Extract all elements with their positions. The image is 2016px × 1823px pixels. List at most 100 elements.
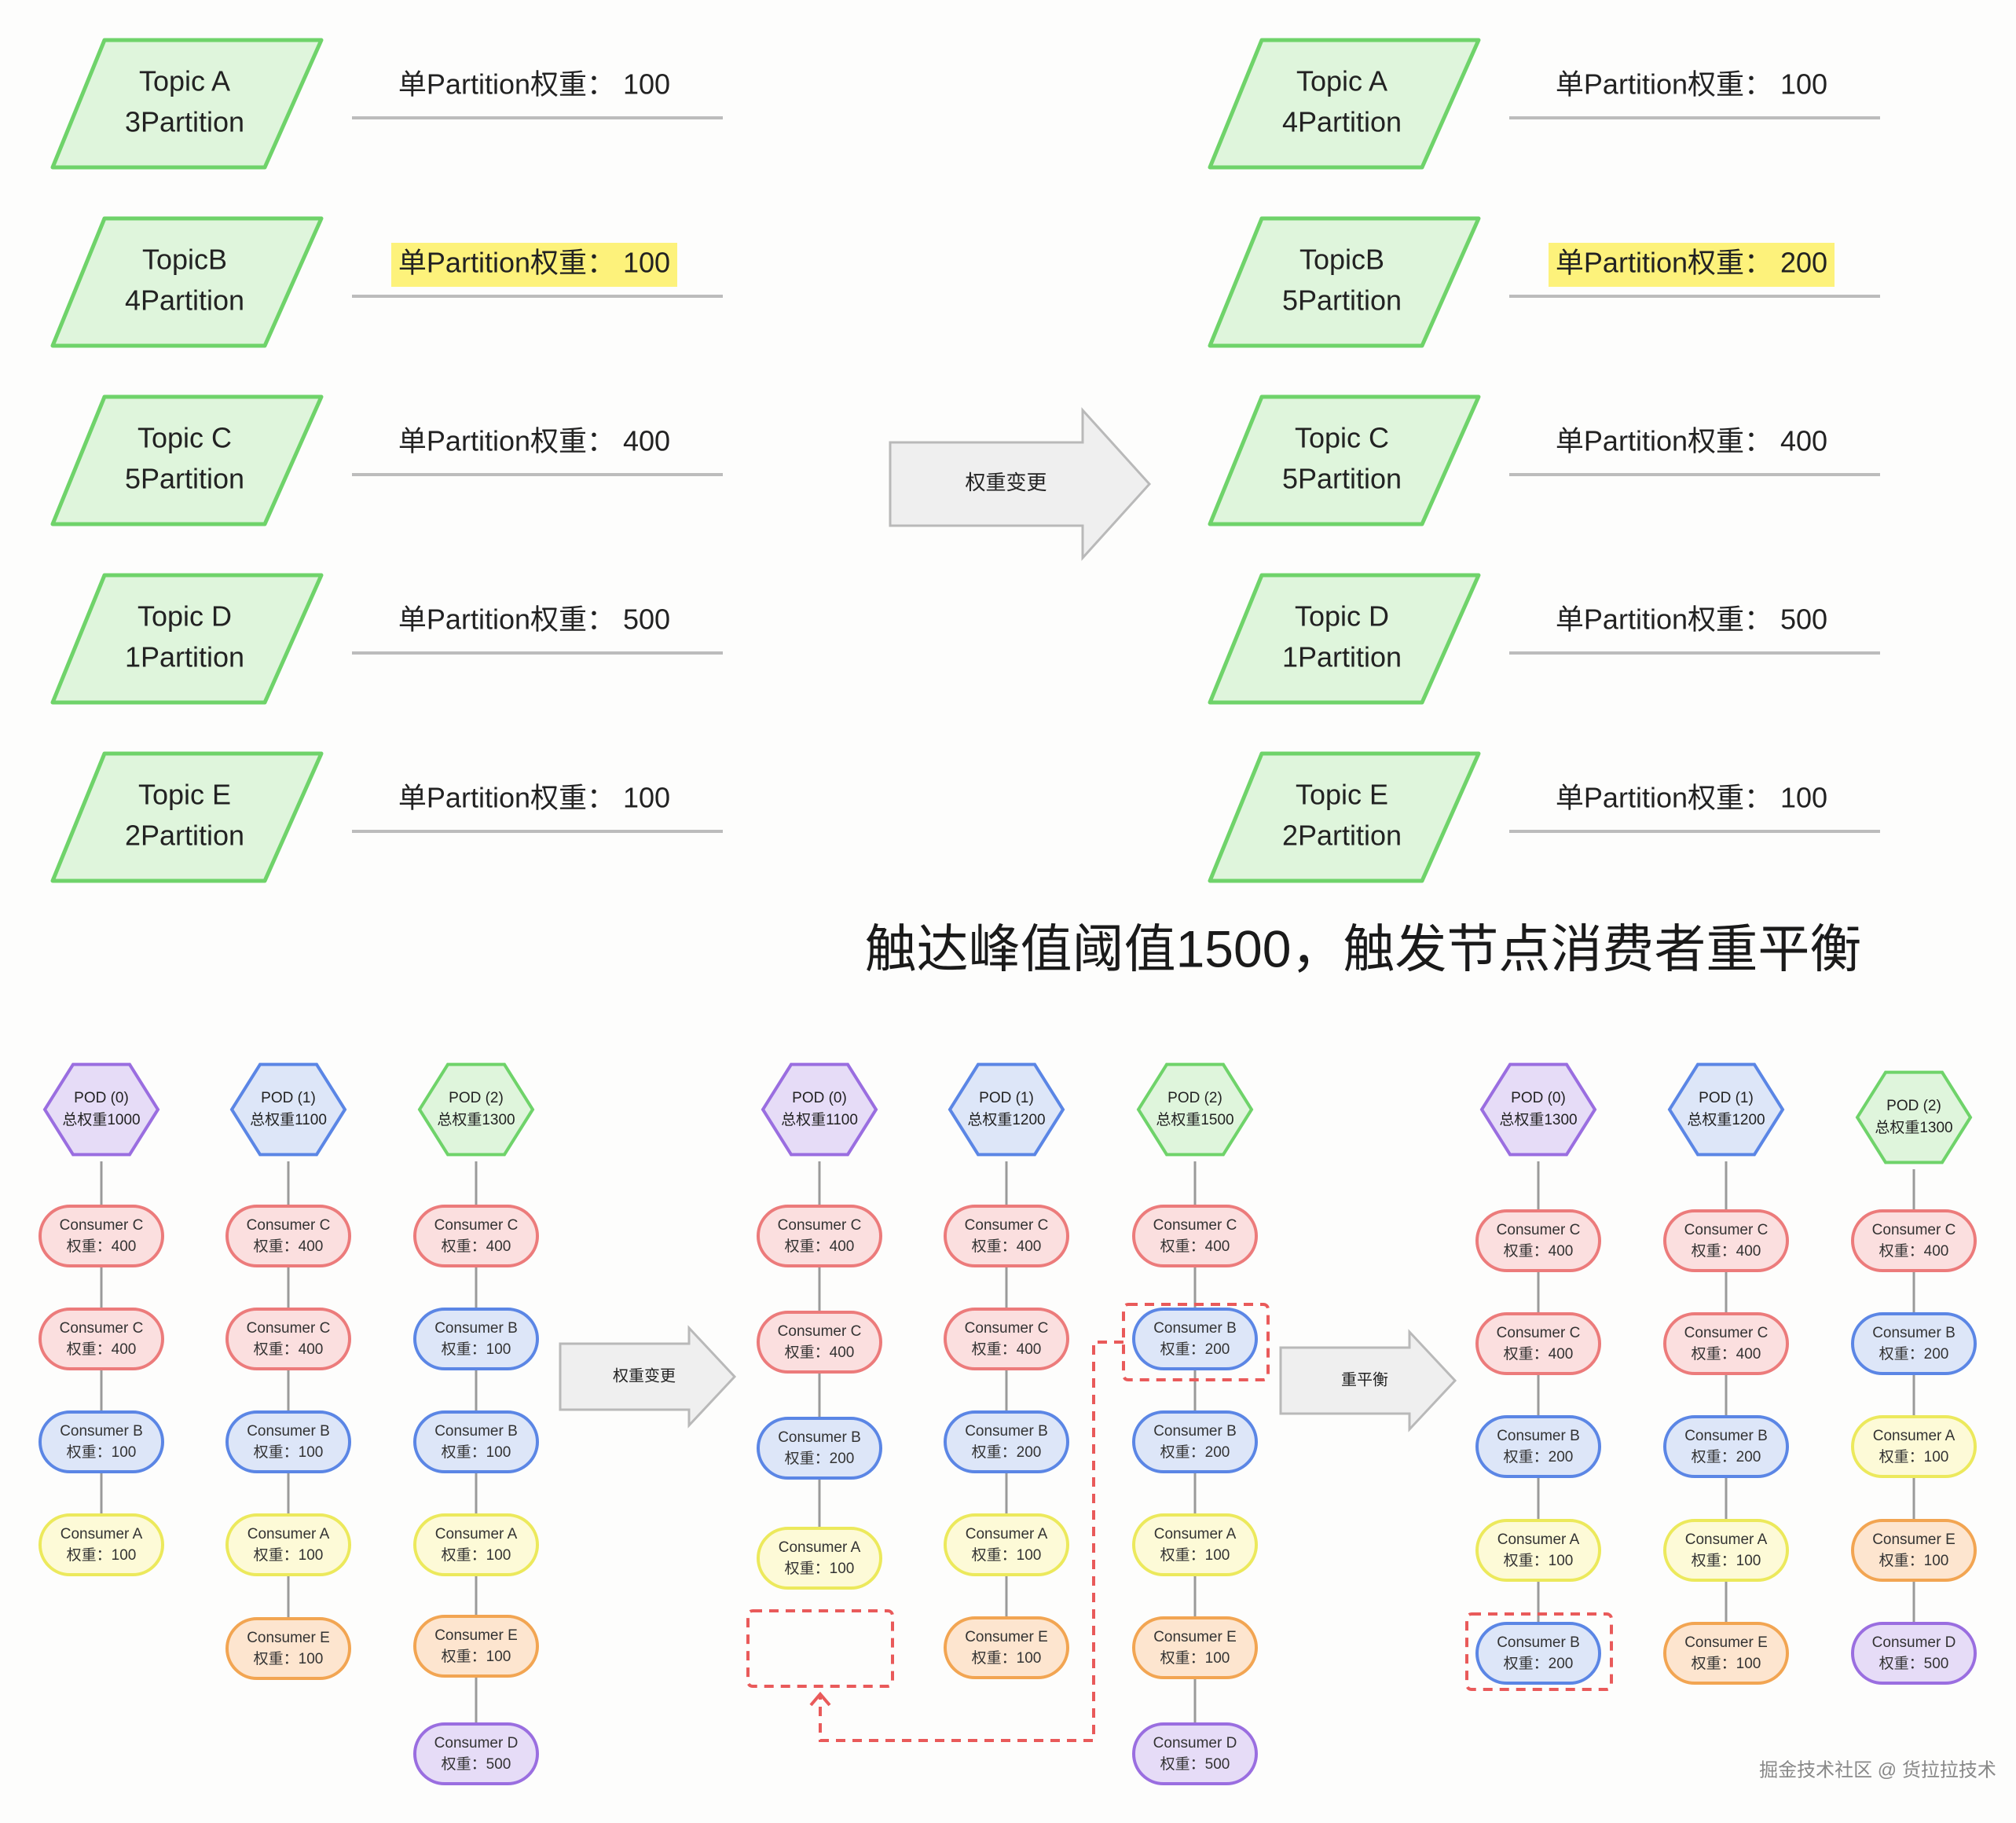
pod-id: POD (0): [1511, 1090, 1566, 1106]
topic-partitions: 2Partition: [125, 820, 244, 852]
pod-total-weight: 总权重1300: [437, 1111, 515, 1128]
consumer-weight: 权重：400: [1692, 1242, 1761, 1260]
consumer-name: Consumer B: [60, 1423, 143, 1440]
pod-total-weight: 总权重1300: [1875, 1119, 1952, 1136]
consumer-weight: 权重：100: [442, 1648, 511, 1665]
consumer-weight: 权重：200: [1504, 1448, 1574, 1465]
consumer-weight: 权重：200: [1504, 1655, 1574, 1672]
block-arrow-label: 重平衡: [1341, 1370, 1388, 1388]
consumer-node: [1132, 1513, 1258, 1576]
consumer-node: [1132, 1308, 1258, 1370]
consumer-weight: 权重：200: [972, 1443, 1042, 1461]
topic-partitions: 2Partition: [1282, 820, 1402, 852]
consumer-node: [944, 1205, 1069, 1267]
consumer-weight: 权重：200: [1160, 1341, 1230, 1358]
pod-id: POD (1): [261, 1090, 316, 1106]
pod-id: POD (0): [74, 1090, 129, 1106]
block-arrow-label: 权重变更: [965, 471, 1046, 494]
consumer-name: Consumer E: [1153, 1629, 1237, 1645]
consumer-name: Consumer B: [1153, 1423, 1237, 1440]
partition-weight-label: 单Partition权重： 500: [398, 603, 670, 636]
topic-parallelogram: [1208, 573, 1481, 705]
consumer-node: [1132, 1205, 1258, 1267]
consumer-node: [1663, 1209, 1789, 1272]
consumer-node: [225, 1617, 351, 1680]
consumer-name: Consumer C: [1872, 1222, 1956, 1238]
pod-hexagon: [42, 1062, 160, 1157]
consumer-node: [1475, 1209, 1601, 1272]
topic-name: Topic C: [1295, 422, 1389, 454]
consumer-name: Consumer A: [60, 1526, 143, 1542]
consumer-weight: 权重：100: [67, 1546, 137, 1564]
consumer-name: Consumer C: [247, 1217, 331, 1234]
partition-weight-label: 单Partition权重： 100: [398, 247, 670, 279]
consumer-node: [1663, 1312, 1789, 1375]
pod-hexagon: [761, 1062, 878, 1157]
migration-arrowhead: [809, 1691, 831, 1707]
consumer-name: Consumer E: [247, 1630, 330, 1646]
consumer-weight: 权重：400: [1504, 1242, 1574, 1260]
consumer-name: Consumer A: [779, 1539, 861, 1556]
topic-name: Topic A: [139, 65, 230, 97]
consumer-name: Consumer B: [1497, 1428, 1580, 1444]
consumer-node: [1132, 1722, 1258, 1785]
consumer-name: Consumer A: [1497, 1531, 1580, 1548]
consumer-node: [1132, 1410, 1258, 1473]
consumer-weight: 权重：100: [1160, 1649, 1230, 1667]
migration-path: [819, 1341, 1123, 1742]
consumer-weight: 权重：400: [442, 1238, 511, 1255]
consumer-node: [1475, 1622, 1601, 1685]
consumer-name: Consumer C: [434, 1217, 519, 1234]
consumer-node: [413, 1205, 539, 1267]
consumer-name: Consumer C: [965, 1217, 1049, 1234]
consumer-weight: 权重：500: [1160, 1755, 1230, 1773]
consumer-name: Consumer B: [1153, 1320, 1237, 1337]
consumer-weight: 权重：400: [254, 1238, 324, 1255]
consumer-name: Consumer C: [1497, 1222, 1581, 1238]
consumer-node: [944, 1308, 1069, 1370]
partition-weight-label: 单Partition权重： 400: [398, 425, 670, 457]
consumer-weight: 权重：400: [254, 1341, 324, 1358]
consumer-node: [944, 1513, 1069, 1576]
consumer-name: Consumer C: [1684, 1222, 1769, 1238]
topic-partitions: 5Partition: [125, 463, 244, 495]
block-arrow: [1279, 1329, 1457, 1432]
consumer-name: Consumer C: [60, 1320, 144, 1337]
pod-total-weight: 总权重1300: [1499, 1111, 1577, 1128]
consumer-weight: 权重：200: [785, 1450, 855, 1467]
weight-highlight: [1549, 243, 1835, 287]
pod-hexagon: [417, 1062, 535, 1157]
consumer-node: [1851, 1622, 1977, 1685]
consumer-name: Consumer C: [778, 1323, 862, 1340]
consumer-weight: 权重：400: [1879, 1242, 1949, 1260]
consumer-node: [1663, 1415, 1789, 1478]
pod-id: POD (2): [449, 1090, 504, 1106]
pod-hexagon: [948, 1062, 1065, 1157]
consumer-name: Consumer B: [1497, 1634, 1580, 1651]
pod-total-weight: 总权重1200: [1687, 1111, 1765, 1128]
pod-total-weight: 总权重1100: [781, 1111, 858, 1128]
consumer-weight: 权重：400: [1504, 1345, 1574, 1363]
partition-weight-label: 单Partition权重： 100: [398, 68, 670, 101]
consumer-name: Consumer C: [778, 1217, 862, 1234]
consumer-name: Consumer A: [1685, 1531, 1768, 1548]
consumer-weight: 权重：100: [972, 1649, 1042, 1667]
consumer-name: Consumer E: [434, 1627, 518, 1644]
topic-name: Topic E: [138, 779, 231, 811]
consumer-weight: 权重：100: [1692, 1552, 1761, 1569]
consumer-weight: 权重：100: [1692, 1655, 1761, 1672]
consumer-node: [225, 1513, 351, 1576]
partition-weight-label: 单Partition权重： 100: [1556, 68, 1827, 101]
consumer-node: [1663, 1519, 1789, 1582]
consumer-node: [38, 1205, 164, 1267]
consumer-node: [38, 1308, 164, 1370]
consumer-weight: 权重：400: [972, 1341, 1042, 1358]
consumer-node: [38, 1410, 164, 1473]
consumer-name: Consumer D: [1153, 1735, 1237, 1751]
consumer-weight: 权重：100: [1160, 1546, 1230, 1564]
consumer-weight: 权重：100: [1879, 1448, 1949, 1465]
consumer-weight: 权重：100: [1879, 1552, 1949, 1569]
consumer-name: Consumer C: [1153, 1217, 1237, 1234]
pod-id: POD (2): [1886, 1098, 1941, 1114]
consumer-node: [38, 1513, 164, 1576]
